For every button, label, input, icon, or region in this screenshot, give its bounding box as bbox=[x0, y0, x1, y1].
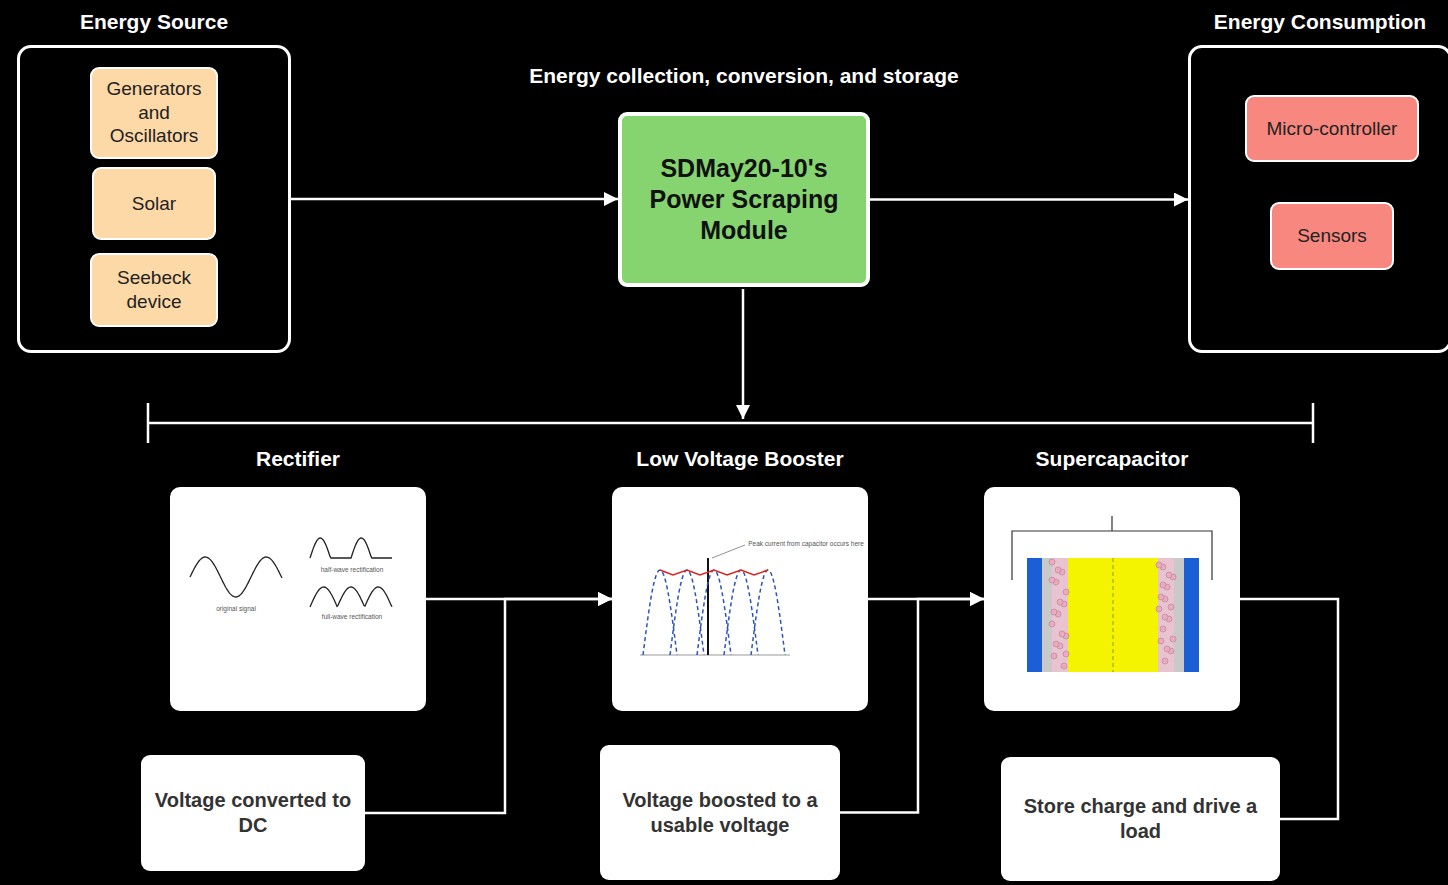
connector bbox=[840, 599, 984, 813]
connector bbox=[365, 599, 612, 813]
heading: Rectifier bbox=[256, 444, 340, 473]
current-collector bbox=[1184, 558, 1199, 672]
carbon-particle bbox=[1049, 559, 1055, 565]
electrode bbox=[1042, 558, 1052, 672]
heading: Low Voltage Booster bbox=[636, 444, 843, 473]
heading: Energy collection, conversion, and stora… bbox=[524, 61, 964, 90]
illustration-label: Peak current from capacitor occurs here bbox=[748, 540, 864, 547]
stage-panel: Supercapacitor bbox=[984, 487, 1240, 711]
rectified-pulse bbox=[643, 570, 677, 655]
box-label: Generators and Oscillators bbox=[100, 77, 208, 148]
sine-wave bbox=[190, 557, 282, 597]
carbon-particle bbox=[1061, 663, 1067, 669]
carbon-particle bbox=[1158, 594, 1164, 600]
panel-background bbox=[170, 487, 426, 711]
rectified-pulse bbox=[697, 570, 731, 655]
box-label: Voltage boosted to a usable voltage bbox=[608, 788, 832, 838]
carbon-particle bbox=[1160, 626, 1166, 632]
carbon-particle bbox=[1051, 609, 1057, 615]
rectified-pulse bbox=[724, 570, 758, 655]
caption-box: Voltage boosted to a usable voltage bbox=[600, 745, 840, 880]
source-box: Seebeck device bbox=[90, 253, 218, 327]
rectified-pulse bbox=[751, 570, 785, 655]
stage-panel: Low Voltage Booster bbox=[612, 487, 868, 711]
current-collector bbox=[1027, 558, 1042, 672]
carbon-particle bbox=[1063, 651, 1069, 657]
porous-carbon bbox=[1052, 558, 1068, 672]
carbon-particle bbox=[1055, 567, 1061, 573]
caption-box: Store charge and drive a load bbox=[1001, 757, 1280, 881]
group-box: Generators and OscillatorsSolarSeebeck d… bbox=[17, 45, 291, 353]
box-label: Solar bbox=[132, 192, 176, 216]
box-label: Voltage converted to DC bbox=[149, 788, 357, 838]
source-box: Solar bbox=[92, 167, 216, 240]
panel-background bbox=[612, 487, 868, 711]
module-box: Energy collection, conversion, and stora… bbox=[618, 112, 870, 287]
carbon-particle bbox=[1158, 638, 1164, 644]
ripple-line bbox=[660, 570, 768, 575]
carbon-particle bbox=[1170, 636, 1176, 642]
carbon-particle bbox=[1168, 604, 1174, 610]
full-wave bbox=[310, 587, 392, 607]
illustration-label: original signal bbox=[216, 605, 256, 612]
illustration-label: half-wave rectification bbox=[321, 566, 384, 573]
carbon-particle bbox=[1059, 631, 1065, 637]
carbon-particle bbox=[1053, 641, 1059, 647]
carbon-particle bbox=[1057, 599, 1063, 605]
connector bbox=[291, 198, 618, 201]
half-wave bbox=[310, 538, 392, 558]
carbon-particle bbox=[1162, 658, 1168, 664]
caption-box: Voltage converted to DC bbox=[141, 755, 365, 871]
box-label: SDMay20-10's Power Scraping Module bbox=[630, 153, 858, 247]
stage-panel: Rectifier bbox=[170, 487, 426, 711]
carbon-particle bbox=[1162, 614, 1168, 620]
box-label: Micro-controller bbox=[1267, 117, 1398, 141]
carbon-particle bbox=[1164, 646, 1170, 652]
electrolyte bbox=[1068, 558, 1158, 672]
box-label: Store charge and drive a load bbox=[1009, 794, 1272, 844]
connector bbox=[870, 198, 1188, 201]
separator bbox=[1112, 558, 1113, 672]
carbon-particle bbox=[1063, 589, 1069, 595]
rectified-pulse bbox=[670, 570, 704, 655]
source-box: Generators and Oscillators bbox=[90, 67, 218, 159]
leader-line bbox=[712, 545, 745, 558]
box-label: Sensors bbox=[1297, 224, 1367, 248]
consumer-box: Sensors bbox=[1270, 202, 1394, 270]
carbon-particle bbox=[1156, 562, 1162, 568]
heading: Energy Consumption bbox=[1214, 7, 1426, 36]
carbon-particle bbox=[1156, 606, 1162, 612]
carbon-particle bbox=[1051, 653, 1057, 659]
carbon-particle bbox=[1166, 572, 1172, 578]
illustration-label: full-wave rectification bbox=[322, 613, 382, 620]
box-label: Seebeck device bbox=[100, 266, 208, 314]
group-box: Micro-controllerSensorsEnergy Consumptio… bbox=[1188, 45, 1448, 353]
consumer-box: Micro-controller bbox=[1245, 95, 1419, 162]
carbon-particle bbox=[1049, 577, 1055, 583]
bracket bbox=[148, 403, 1313, 443]
carbon-particle bbox=[1049, 621, 1055, 627]
illustrations bbox=[190, 516, 1212, 672]
porous-carbon bbox=[1158, 558, 1174, 672]
down-arrow bbox=[742, 289, 745, 419]
axis-line bbox=[640, 655, 790, 656]
panel-background bbox=[984, 487, 1240, 711]
heading: Supercapacitor bbox=[1036, 444, 1189, 473]
heading: Energy Source bbox=[80, 7, 228, 36]
carbon-particle bbox=[1160, 582, 1166, 588]
